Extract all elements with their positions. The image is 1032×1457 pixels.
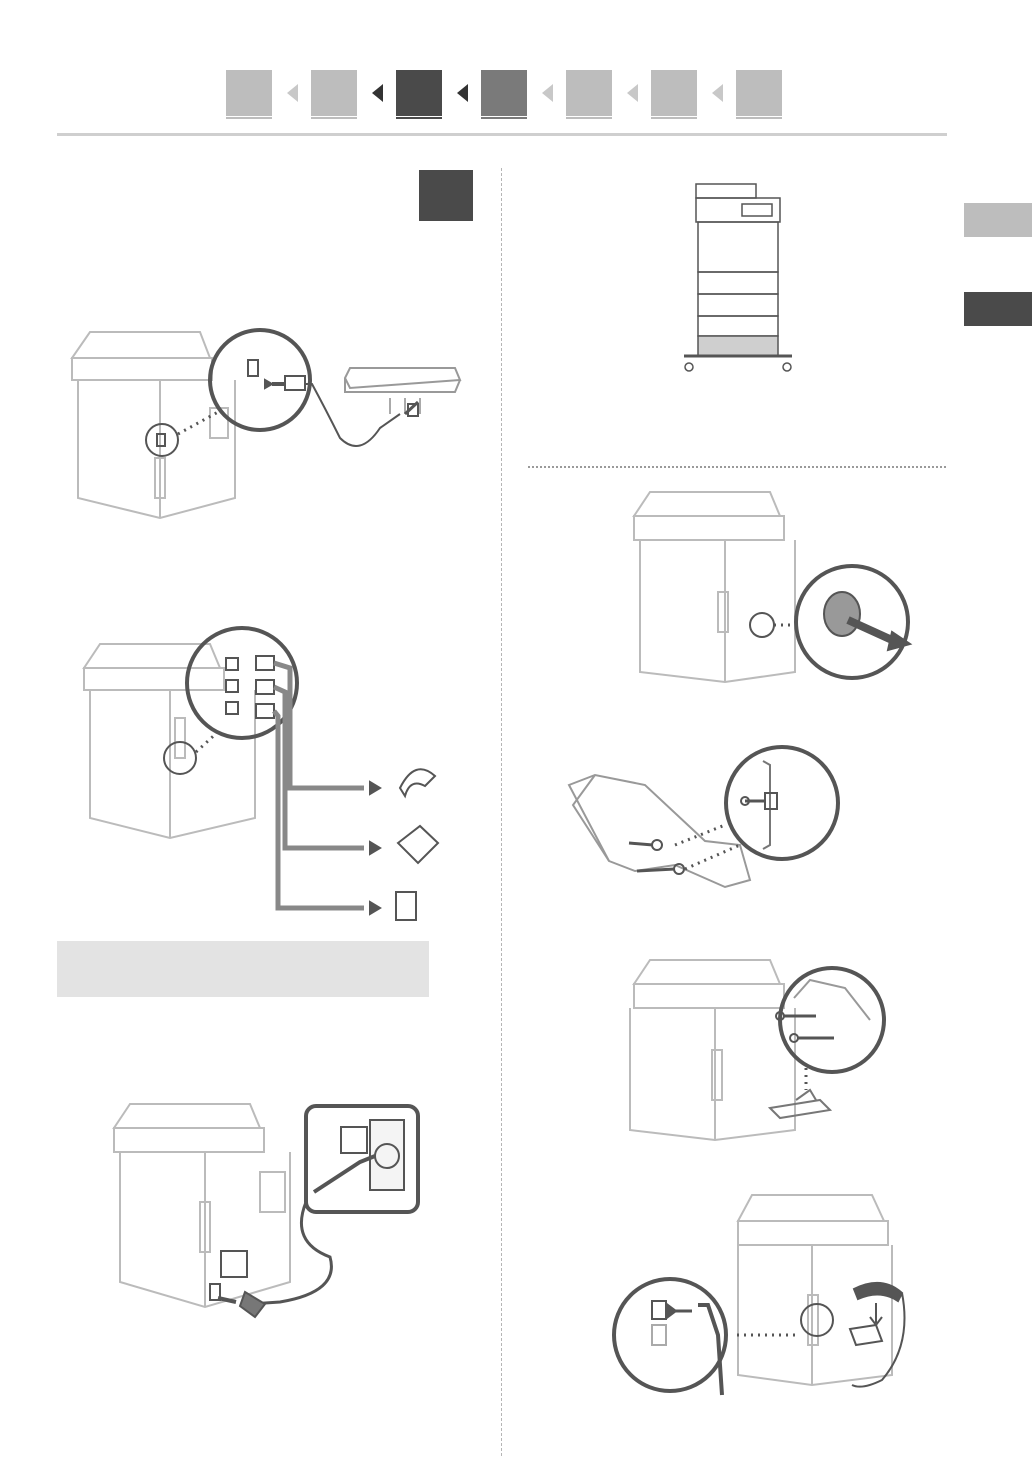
- handset-screw-illustration: [565, 745, 845, 910]
- step-arrow-icon: [712, 84, 723, 102]
- section-separator: [528, 466, 946, 468]
- side-tab-2[interactable]: [964, 292, 1032, 326]
- step-arrow-icon: [542, 84, 553, 102]
- step-indicator-5[interactable]: [566, 70, 612, 116]
- printer-handset-connection-illustration: [80, 628, 445, 928]
- step-indicator-6[interactable]: [651, 70, 697, 116]
- column-divider: [501, 168, 502, 1456]
- step-badge: [419, 170, 473, 221]
- printer-phone-cable-illustration: [60, 318, 470, 528]
- step-indicator-4[interactable]: [481, 70, 527, 116]
- handset-attach-illustration: [620, 950, 885, 1145]
- section-heading-box: [57, 941, 429, 997]
- handset-cable-illustration: [612, 1185, 917, 1410]
- step-arrow-icon: [627, 84, 638, 102]
- step-indicator-3-current[interactable]: [396, 70, 442, 116]
- cap-removal-illustration: [620, 482, 910, 682]
- step-arrow-icon: [372, 84, 383, 102]
- step-indicator-7[interactable]: [736, 70, 782, 116]
- side-tab-1[interactable]: [964, 203, 1032, 237]
- step-arrow-icon: [457, 84, 468, 102]
- step-arrow-icon: [287, 84, 298, 102]
- step-indicator-2[interactable]: [311, 70, 357, 116]
- header-rule: [57, 133, 947, 136]
- step-number-box-a: [340, 1126, 368, 1154]
- power-cord-illustration: [100, 1092, 425, 1327]
- step-number-box-b: [220, 1250, 248, 1278]
- step-indicator-1[interactable]: [226, 70, 272, 116]
- printer-stand-illustration: [680, 180, 800, 375]
